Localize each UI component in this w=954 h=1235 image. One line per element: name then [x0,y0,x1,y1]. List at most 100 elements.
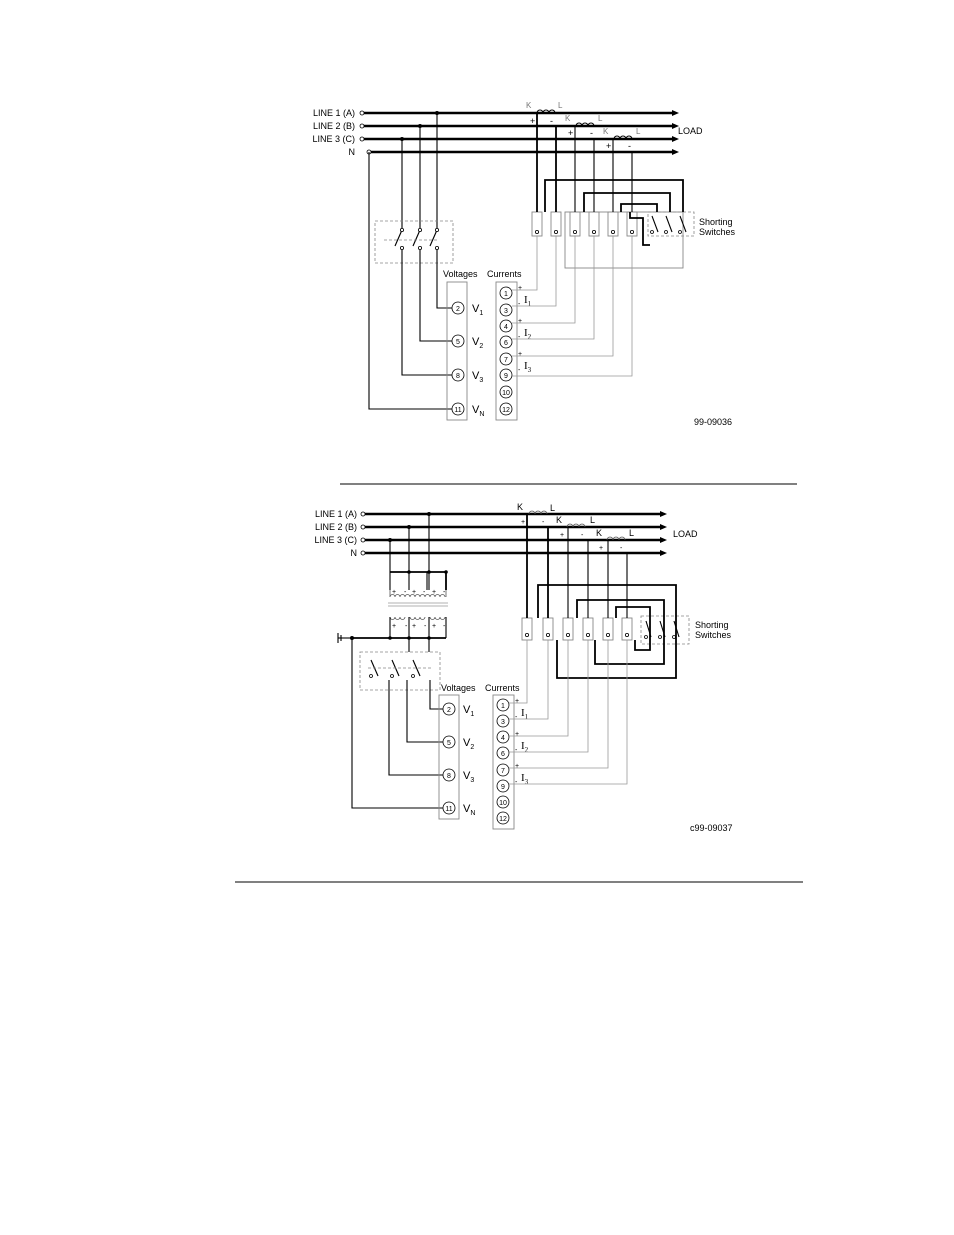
shorting-switches-label: Shorting [695,620,729,630]
load-label: LOAD [673,529,698,539]
current-terminal: 9 [496,779,510,793]
current-terminal: 6 [499,335,513,349]
svg-text:K: K [556,515,562,525]
voltage-terminal: 2 [442,702,456,716]
svg-text:+: + [412,589,416,596]
svg-text:+: + [518,285,522,292]
svg-text:-: - [443,623,446,630]
v2-label: V2 [472,336,483,350]
svg-text:K: K [596,528,602,538]
svg-text:1: 1 [501,703,505,710]
current-terminal: 7 [499,352,513,366]
svg-text:4: 4 [501,735,505,742]
svg-text:-: - [515,714,518,721]
disconnect-block [359,651,441,691]
line-3-label: LINE 3 (C) [314,535,357,545]
currents-header: Currents [485,683,520,693]
svg-text:12: 12 [502,407,510,414]
svg-text:+: + [432,589,436,596]
current-terminal-block [492,694,515,830]
svg-text:L: L [558,101,563,110]
svg-text:3: 3 [501,719,505,726]
svg-text:4: 4 [504,324,508,331]
svg-text:+: + [568,128,573,138]
line-2-label: LINE 2 (B) [315,522,357,532]
current-terminal: 4 [496,730,510,744]
vn-label: VN [463,803,475,817]
svg-text:-: - [542,519,545,526]
voltages-header: Voltages [441,683,476,693]
svg-text:5: 5 [456,339,460,346]
svg-text:6: 6 [504,340,508,347]
voltage-terminal: 5 [451,334,465,348]
v3-label: V3 [463,770,474,784]
svg-text:+: + [606,141,611,151]
svg-text:-: - [620,545,623,552]
svg-text:12: 12 [499,816,507,823]
svg-text:9: 9 [504,373,508,380]
line-1-label: LINE 1 (A) [313,108,355,118]
svg-text:9: 9 [501,784,505,791]
svg-text:K: K [526,101,532,110]
svg-text:+: + [515,698,519,705]
ct-terminal-row [531,211,638,237]
voltage-terminal-block [446,281,468,421]
line-1-label: LINE 1 (A) [315,509,357,519]
current-terminal-block [495,281,518,421]
current-terminal: 10 [499,385,513,399]
svg-text:Switches: Switches [695,630,732,640]
svg-text:-: - [518,367,521,374]
voltage-terminal: 5 [442,735,456,749]
svg-text:7: 7 [501,768,505,775]
neutral-label: N [349,147,356,157]
svg-text:11: 11 [445,806,452,813]
arrow-3-icon [672,136,679,142]
i3-label: I3 [521,772,529,786]
svg-text:L: L [550,503,555,513]
current-terminal: 1 [499,286,513,300]
svg-text:Switches: Switches [699,227,736,237]
ct-coil-icon: K L + - [596,528,634,552]
svg-text:+: + [518,318,522,325]
line-3-label: LINE 3 (C) [312,134,355,144]
shorting-switch-block [640,615,690,645]
svg-text:-: - [515,747,518,754]
ct-coil-icon: K L + - [517,502,555,526]
figure-code: c99-09037 [690,823,733,833]
current-terminal: 9 [499,368,513,382]
voltage-terminal: 2 [451,301,465,315]
current-terminal: 12 [496,811,510,825]
svg-text:L: L [636,127,641,136]
svg-text:3: 3 [504,308,508,315]
svg-text:8: 8 [456,373,460,380]
current-terminal: 1 [496,698,510,712]
svg-text:+: + [530,116,535,126]
current-terminal: 3 [499,303,513,317]
current-terminal: 10 [496,795,510,809]
voltages-header: Voltages [443,269,478,279]
voltage-terminal: 8 [451,368,465,382]
svg-text:+: + [515,763,519,770]
svg-text:L: L [598,114,603,123]
vn-label: VN [472,404,484,418]
ct-coil-icon: K L + - [603,127,641,151]
svg-text:+: + [521,519,525,526]
svg-text:+: + [599,545,603,552]
arrow-n-icon [660,550,667,556]
svg-text:2: 2 [447,707,451,714]
v1-label: V1 [472,303,483,317]
line-2-label: LINE 2 (B) [313,121,355,131]
arrow-1-icon [672,110,679,116]
current-terminal: 4 [499,319,513,333]
current-terminal: 3 [496,714,510,728]
pt-transformer-icon: + - + - + - + - + - + - [388,589,448,630]
svg-text:-: - [443,589,446,596]
currents-header: Currents [487,269,522,279]
current-terminal: 7 [496,763,510,777]
svg-text:K: K [603,127,609,136]
disconnect-block [374,220,454,264]
arrow-3-icon [660,537,667,543]
svg-text:11: 11 [454,407,461,414]
svg-text:-: - [404,589,407,596]
